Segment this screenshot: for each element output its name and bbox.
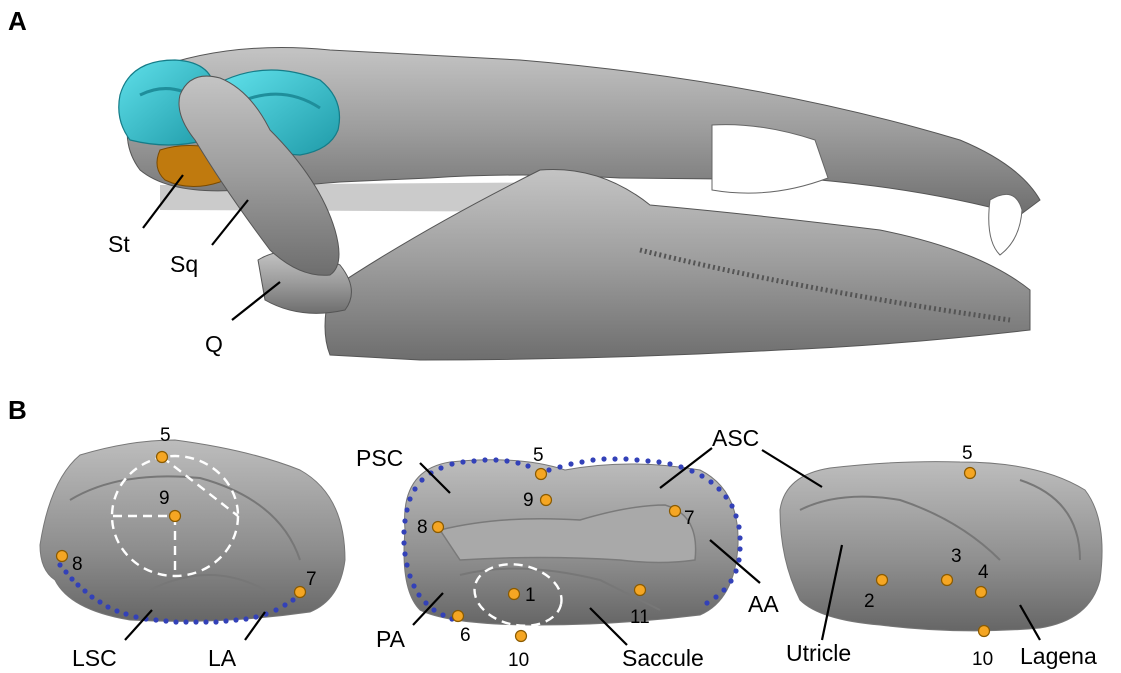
label-utricle: Utricle (786, 640, 851, 666)
ear-middle-view (401, 456, 742, 641)
skull-naris (989, 194, 1022, 255)
label-sq: Sq (170, 251, 198, 277)
ear-middle-landmark-10: 10 (508, 650, 529, 671)
label-asc: ASC (712, 425, 759, 451)
ear-right-landmark-4: 4 (978, 562, 989, 583)
label-psc: PSC (356, 445, 403, 471)
ear-left-landmark-9: 9 (159, 488, 170, 509)
ear-right-landmark-10: 10 (972, 649, 993, 670)
skull-rendering (119, 48, 1040, 361)
label-lsc: LSC (72, 645, 117, 671)
ear-right-landmark-2: 2 (864, 591, 875, 612)
label-pa: PA (376, 626, 406, 652)
label-aa: AA (748, 591, 779, 617)
ear-left-view (40, 440, 345, 625)
label-lagena: Lagena (1020, 643, 1097, 669)
ear-left-landmark-8: 8 (72, 554, 83, 575)
ear-middle-landmark-11: 11 (630, 607, 650, 628)
label-la: LA (208, 645, 237, 671)
ear-right-landmark-5: 5 (962, 443, 973, 464)
label-q: Q (205, 331, 223, 357)
ear-middle-landmark-9: 9 (523, 490, 534, 511)
panel-letter-b: B (8, 395, 27, 425)
ear-middle-landmark-6: 6 (460, 625, 471, 646)
label-saccule: Saccule (622, 645, 704, 671)
panel-letter-a: A (8, 6, 27, 36)
ear-right-landmark-3: 3 (951, 546, 962, 567)
ear-left-landmark-5: 5 (160, 425, 171, 446)
ear-middle-landmark-5: 5 (533, 445, 544, 466)
ear-left-landmark-7: 7 (306, 569, 317, 590)
leader-asc-right (762, 450, 822, 487)
ear-middle-landmark-7: 7 (684, 508, 695, 529)
label-st: St (108, 231, 130, 257)
ear-middle-landmark-8: 8 (417, 517, 428, 538)
ear-middle-landmark-1: 1 (525, 585, 536, 606)
